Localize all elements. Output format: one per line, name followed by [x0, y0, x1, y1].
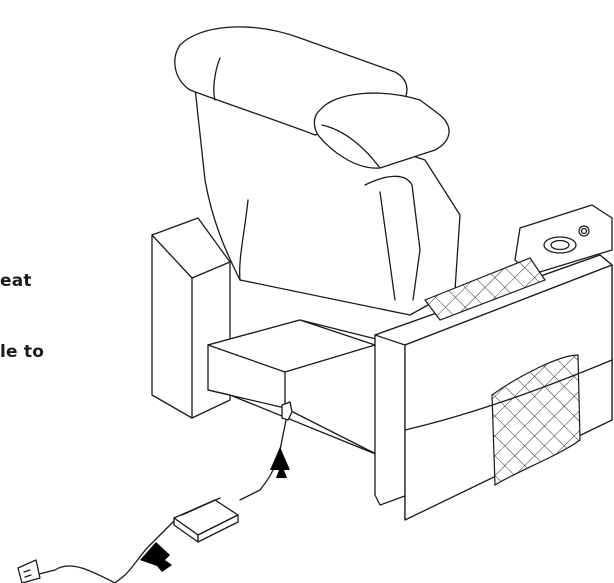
headrest	[174, 26, 450, 169]
arrow-icon	[140, 447, 290, 572]
instruction-text-fragment-2: le to	[0, 342, 45, 362]
plug-icon	[17, 401, 293, 583]
power-adapter-icon	[173, 497, 239, 543]
instruction-text-fragment-1: eat	[0, 271, 32, 291]
right-armrest	[374, 204, 613, 521]
seat-base	[207, 319, 381, 456]
